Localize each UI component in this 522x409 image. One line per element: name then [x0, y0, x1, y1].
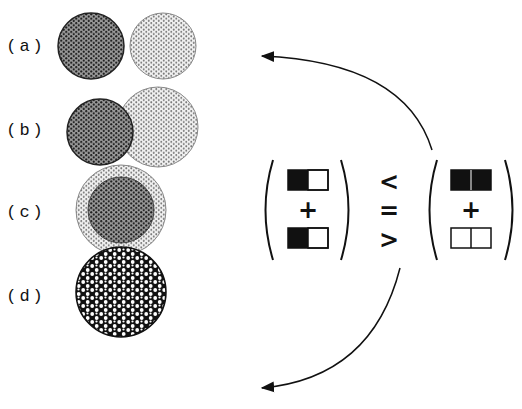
mixed-particle [76, 247, 166, 337]
panel-tag: (a) [6, 38, 46, 55]
empty-cell [308, 228, 328, 248]
panel-tag: (c) [6, 204, 46, 221]
light-particle [130, 13, 196, 79]
filled-cell [288, 170, 308, 190]
shell [76, 165, 166, 255]
relation-sign: = [379, 199, 399, 223]
empty-cell [308, 170, 328, 190]
relation-sign: < [379, 170, 399, 194]
empty-cell [451, 228, 491, 248]
bracket [266, 160, 274, 260]
plus-sign: + [298, 198, 318, 222]
panel-tag: (b) [6, 122, 46, 139]
filled-cell [288, 228, 308, 248]
bracket [341, 160, 349, 260]
relation-sign: > [379, 228, 399, 252]
curved-arrow [262, 268, 400, 388]
dark-particle [67, 99, 133, 165]
core [88, 177, 154, 243]
filled-cell [451, 170, 491, 190]
panel-tag: (d) [6, 288, 46, 305]
curved-arrow [262, 56, 432, 150]
plus-sign: + [461, 198, 481, 222]
dark-particle [58, 13, 124, 79]
bracket [430, 160, 438, 260]
bracket [505, 160, 513, 260]
